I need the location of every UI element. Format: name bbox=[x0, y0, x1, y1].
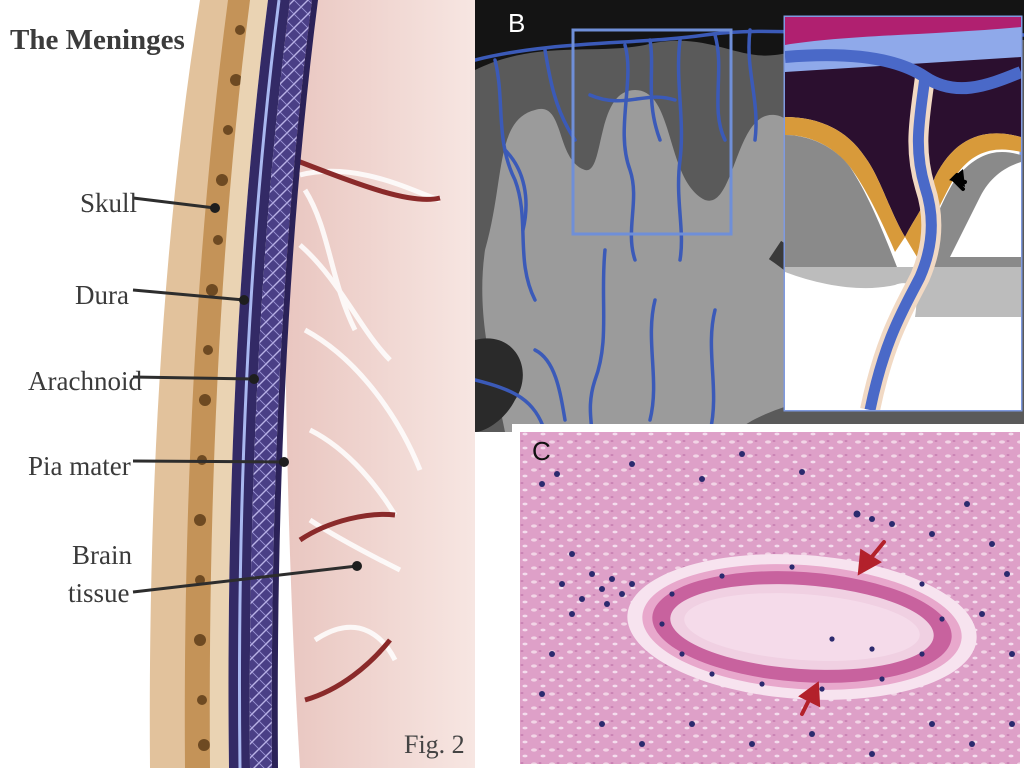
panel-a-meninges-illustration: The Meninges Skull Dura Arachnoid Pia ma… bbox=[0, 0, 475, 768]
label-brain: Brain bbox=[72, 540, 132, 570]
zoom-region-box bbox=[571, 28, 733, 236]
label-dura: Dura bbox=[75, 280, 129, 310]
cortical-vessels bbox=[475, 28, 1024, 432]
meninges-layers-svg bbox=[0, 0, 475, 768]
brain-sulci bbox=[294, 157, 441, 703]
brain-tissue bbox=[284, 0, 475, 768]
skull-inner bbox=[209, 0, 268, 768]
skull-trabeculae bbox=[194, 25, 245, 751]
figure-number-label: Fig. 2 bbox=[404, 730, 465, 759]
histology-micrograph bbox=[512, 424, 1024, 768]
dura-layer bbox=[228, 0, 290, 768]
label-pia-mater: Pia mater bbox=[28, 451, 131, 481]
meninges-title: The Meninges bbox=[10, 24, 185, 56]
pia-layer bbox=[271, 0, 318, 768]
pointer-lines bbox=[132, 196, 358, 594]
cortex-vessel-diagram bbox=[475, 0, 1024, 432]
zoom-inset bbox=[783, 15, 1023, 412]
panel-b-letter: B bbox=[508, 8, 526, 38]
label-skull: Skull bbox=[80, 188, 138, 218]
panel-b-cortex-vessels: B bbox=[475, 0, 1024, 432]
label-tissue: tissue bbox=[68, 578, 130, 608]
red-arrows bbox=[798, 540, 886, 716]
panel-c-histology: C bbox=[512, 424, 1024, 768]
pointer-dots bbox=[210, 203, 362, 571]
label-arachnoid: Arachnoid bbox=[28, 366, 142, 396]
panel-c-letter: C bbox=[532, 436, 551, 466]
